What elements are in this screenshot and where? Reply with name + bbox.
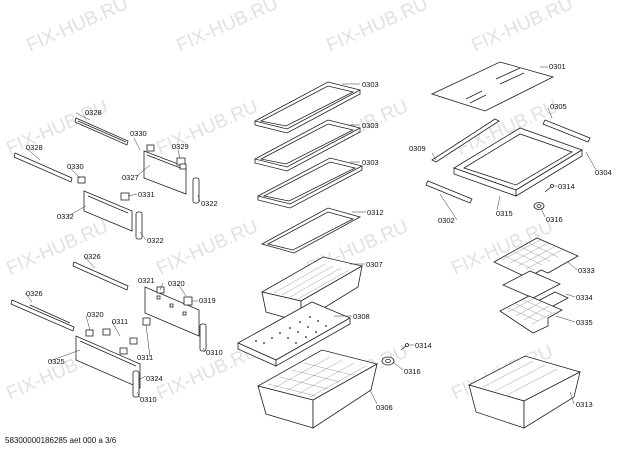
rail-0326-lower [10, 299, 75, 332]
ring-0316-upper [533, 202, 545, 210]
clip-0311-lower [119, 317, 151, 355]
callout-labels: 0301 0303 0303 0303 0312 0307 0308 0306 … [26, 62, 612, 412]
callout-0310: 0310 [140, 395, 157, 404]
rail-0305 [542, 119, 591, 143]
callout-0322: 0322 [147, 236, 164, 245]
handle-0310-right [199, 323, 207, 352]
callout-0302: 0302 [438, 216, 455, 225]
callout-0311: 0311 [112, 317, 128, 326]
rail-0326-upper [72, 261, 129, 291]
rail-0328-upper [74, 117, 129, 146]
callout-0308: 0308 [353, 312, 370, 321]
callout-0305: 0305 [550, 102, 567, 111]
callout-0303: 0303 [362, 121, 379, 130]
pin-0314-lower [400, 343, 409, 351]
cover-plate-0308 [237, 301, 351, 367]
callout-0313: 0313 [576, 400, 593, 409]
callout-0319: 0319 [199, 296, 216, 305]
grid-tray-0335 [499, 295, 563, 334]
glass-0301 [430, 61, 555, 112]
rail-0309 [431, 118, 500, 163]
document-footer: 58300000186285 aet 000 a 3/6 [5, 436, 117, 445]
panel-0325 [75, 335, 141, 389]
callout-0311: 0311 [137, 353, 153, 362]
shelf-frame-0303-top [253, 81, 362, 134]
callout-0328: 0328 [85, 108, 102, 117]
watermark: FIX-HUB.RU [23, 0, 131, 57]
callout-0303: 0303 [362, 158, 379, 167]
callout-0307: 0307 [366, 260, 383, 269]
handle-0310-lower [132, 370, 140, 398]
callout-0304: 0304 [595, 168, 612, 177]
watermark: FIX-HUB.RU [323, 0, 431, 57]
callout-0314: 0314 [558, 182, 575, 191]
callout-0314: 0314 [415, 341, 432, 350]
watermark: FIX-HUB.RU [153, 96, 261, 159]
frame-0312 [260, 207, 362, 254]
callout-0332: 0332 [57, 212, 74, 221]
callout-0320: 0320 [168, 279, 185, 288]
callout-0303: 0303 [362, 80, 379, 89]
rail-0302 [425, 180, 473, 204]
clip-0319 [183, 296, 193, 306]
clip-0330-upper [146, 144, 155, 152]
callout-0326: 0326 [26, 289, 43, 298]
callout-0301: 0301 [549, 62, 566, 71]
callout-0324: 0324 [146, 374, 163, 383]
callout-0326: 0326 [84, 252, 101, 261]
clip-0329 [176, 157, 187, 170]
watermark: FIX-HUB.RU [468, 0, 576, 57]
handle-0322-lower [135, 211, 143, 240]
leader-lines [24, 66, 597, 405]
callout-0309: 0309 [409, 144, 426, 153]
callout-0329: 0329 [172, 142, 189, 151]
pin-0314-upper [544, 184, 554, 193]
clip-0330-lower [77, 176, 86, 184]
callout-0335: 0335 [576, 318, 593, 327]
callout-0310: 0310 [206, 348, 223, 357]
callout-0322: 0322 [201, 199, 218, 208]
rail-0328-lower [13, 152, 73, 183]
drawer-0313 [467, 355, 582, 429]
watermark: FIX-HUB.RU [173, 0, 281, 57]
watermark: FIX-HUB.RU [153, 216, 261, 279]
shelf-frame-0303-middle [253, 119, 362, 172]
callout-0315: 0315 [496, 209, 513, 218]
callout-0312: 0312 [367, 208, 384, 217]
callout-0321: 0321 [138, 276, 155, 285]
ring-0316-lower [381, 356, 395, 366]
callout-0330: 0330 [130, 129, 147, 138]
callout-0331: 0331 [138, 190, 155, 199]
callout-0333: 0333 [578, 266, 595, 275]
callout-0325: 0325 [48, 357, 65, 366]
callout-0328: 0328 [26, 143, 43, 152]
drawer-0306 [256, 349, 379, 429]
callout-0320: 0320 [87, 310, 104, 319]
callout-0306: 0306 [376, 403, 393, 412]
panel-0321 [144, 286, 200, 337]
panel-0332 [83, 190, 133, 232]
handle-0322-upper [192, 177, 200, 204]
callout-0316: 0316 [404, 367, 421, 376]
callout-0316: 0316 [546, 215, 563, 224]
clip-0320-lower [85, 328, 111, 337]
callout-0334: 0334 [576, 293, 593, 302]
panel-0327 [143, 150, 187, 195]
callout-0330: 0330 [67, 162, 84, 171]
clip-0331 [120, 192, 130, 201]
watermark: FIX-HUB.RU [3, 216, 111, 279]
clip-0320-upper [156, 286, 165, 294]
shelf-frame-0303-bottom [256, 157, 364, 209]
shelf-0304 [453, 127, 583, 197]
callout-0327: 0327 [122, 173, 139, 182]
